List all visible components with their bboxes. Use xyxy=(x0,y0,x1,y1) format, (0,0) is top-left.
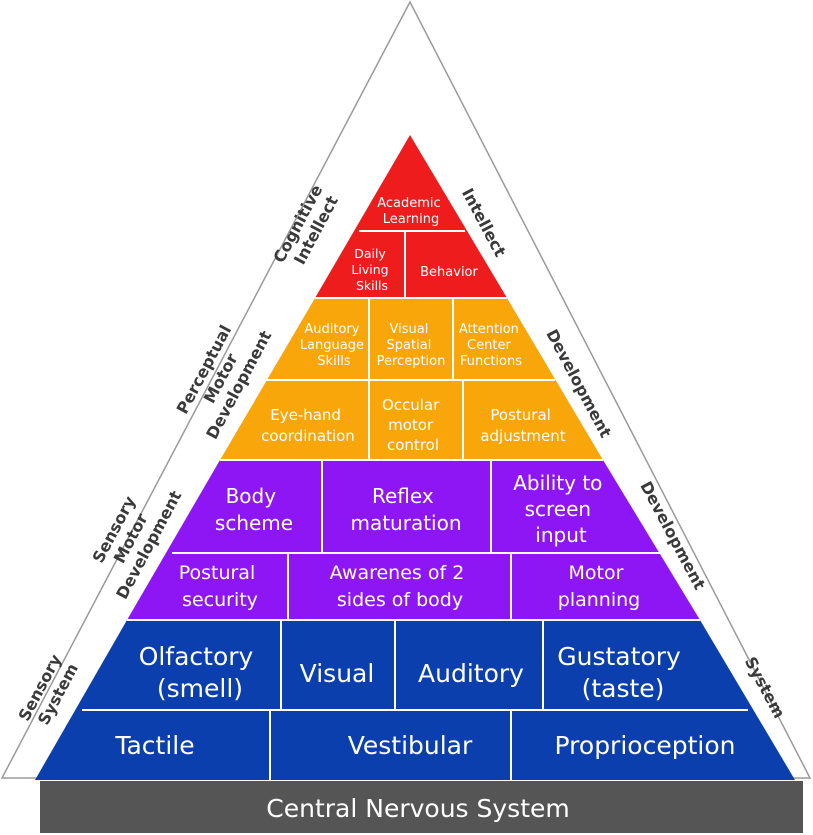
base-label: Central Nervous System xyxy=(266,794,569,823)
cell-awareness-two-sides: Awarenes of 2 sides of body xyxy=(330,562,471,611)
cell-body-scheme: Body scheme xyxy=(215,484,293,535)
cell-auditory-language-skills: Auditory Language Skills xyxy=(300,322,368,369)
cell-occular-motor-control: Occular motor control xyxy=(382,396,444,454)
cell-motor-planning: Motor planning xyxy=(558,562,640,611)
cell-attention-center-functions: Attention Center Functions xyxy=(459,322,523,369)
cell-postural-security: Postural security xyxy=(179,562,262,611)
cell-eye-hand-coordination: Eye-hand coordination xyxy=(261,406,355,445)
cell-visual: Visual xyxy=(300,659,375,688)
side-label-cognitive: Cognitive Intellect xyxy=(269,177,345,275)
cell-olfactory: Olfactory (smell) xyxy=(139,642,262,703)
cell-ability-to-screen-input: Ability to screen input xyxy=(513,471,609,547)
tier-cognitive xyxy=(315,135,507,298)
tier-sensory-motor xyxy=(127,460,700,620)
tier-sensory xyxy=(35,620,795,780)
cell-academic-learning: Academic Learning xyxy=(377,196,445,227)
cell-postural-adjustment: Postural adjustment xyxy=(480,406,565,445)
cell-reflex-maturation: Reflex maturation xyxy=(350,484,461,535)
cell-proprioception: Proprioception xyxy=(555,731,736,760)
cell-tactile: Tactile xyxy=(114,731,194,760)
cell-behavior: Behavior xyxy=(420,265,478,280)
cell-auditory: Auditory xyxy=(418,659,524,688)
base-bar xyxy=(40,781,803,833)
divider-lines xyxy=(82,230,748,780)
cell-visual-spatial-perception: Visual Spatial Perception xyxy=(377,322,446,369)
cell-vestibular: Vestibular xyxy=(348,731,473,760)
cell-gustatory: Gustatory (taste) xyxy=(557,642,689,703)
cell-daily-living-skills: Daily Living Skills xyxy=(351,246,392,293)
